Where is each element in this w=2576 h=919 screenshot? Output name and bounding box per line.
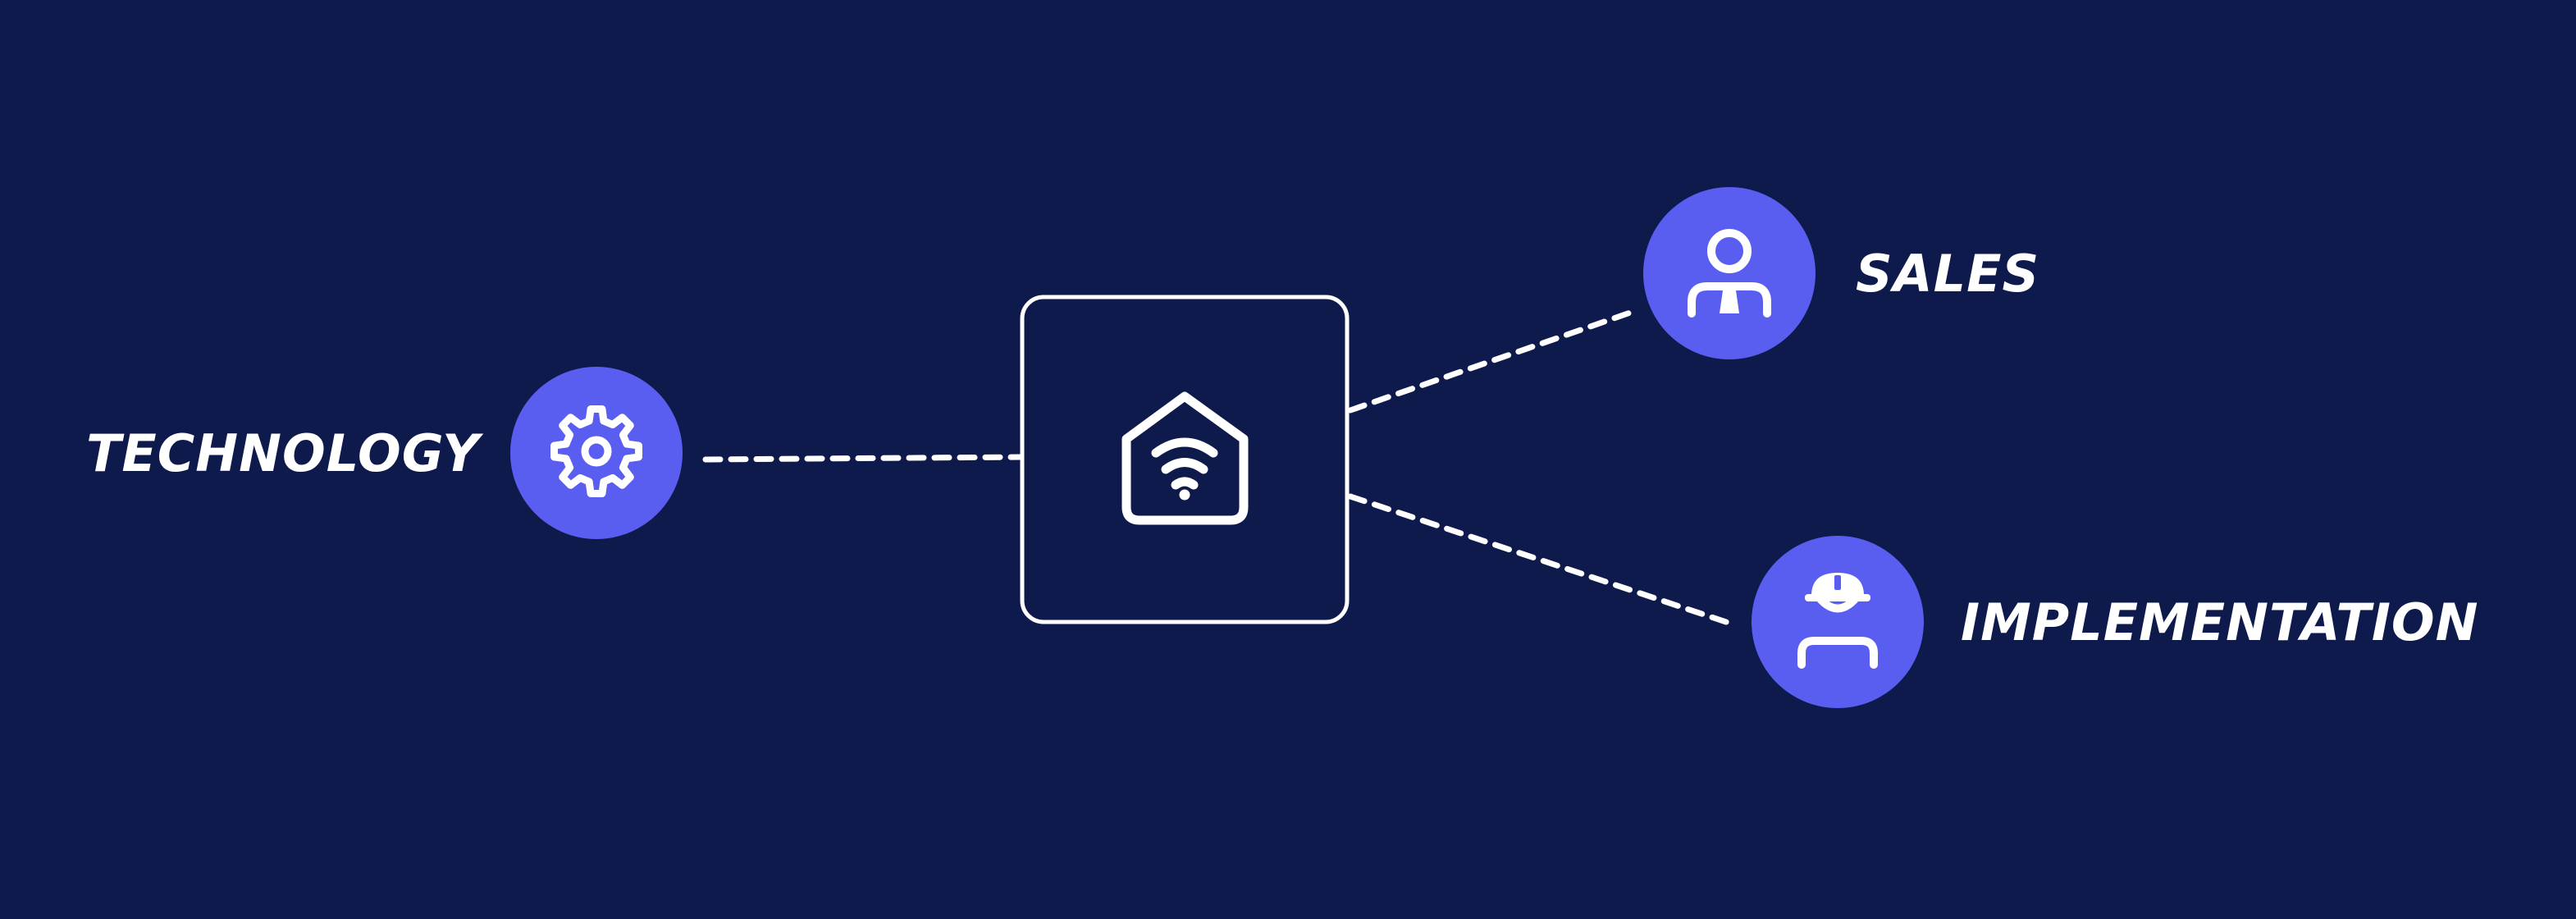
gear-icon — [550, 405, 642, 497]
implementation-circle — [1752, 536, 1924, 708]
necktie-icon — [1720, 290, 1739, 313]
edge-technology-to-smart-home — [702, 454, 1024, 463]
technology-label: TECHNOLOGY — [86, 423, 484, 483]
smart-home-wifi-icon — [1121, 391, 1249, 525]
implementation-node — [1752, 536, 1924, 708]
smart-home-node — [1020, 295, 1350, 624]
hardhat-brim — [1805, 594, 1870, 601]
connectors — [702, 309, 1734, 627]
technology-node — [510, 367, 683, 539]
sales-label: SALES — [1856, 244, 2039, 304]
technology-circle — [510, 367, 683, 539]
salesperson-icon — [1688, 229, 1771, 318]
sales-node — [1643, 187, 1816, 359]
edge-smart-home-to-sales — [1347, 309, 1636, 414]
wifi-dot — [1179, 489, 1190, 501]
gear-outline — [550, 405, 642, 497]
hardhat-stripe — [1834, 575, 1841, 590]
edge-smart-home-to-implementation — [1347, 493, 1734, 627]
implementation-label: IMPLEMENTATION — [1961, 592, 2479, 652]
gear-hub — [581, 436, 612, 467]
